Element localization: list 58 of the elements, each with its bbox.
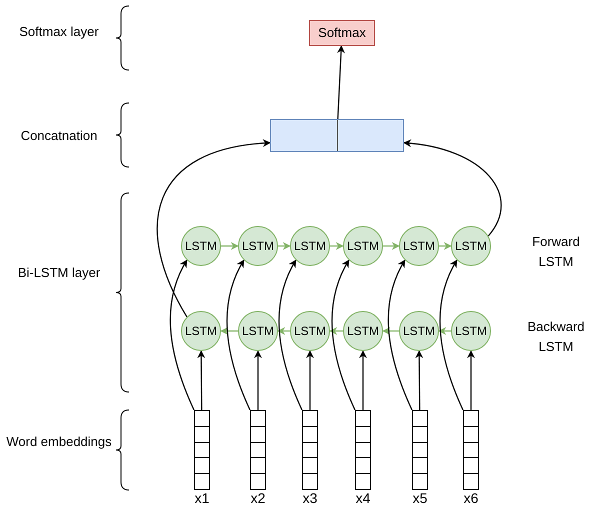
layer-label: Bi-LSTM layer (16, 264, 102, 282)
node-label: LSTM (346, 238, 379, 255)
word-label: x1 (194, 491, 210, 505)
recurrent-arrow (330, 242, 344, 250)
arrow (403, 140, 502, 236)
arrow (331, 259, 356, 410)
arrow (226, 259, 251, 410)
recurrent-arrow (221, 242, 239, 250)
embedding-vector (355, 410, 371, 490)
word-label: x4 (354, 491, 372, 505)
layer-label: Softmax layer (18, 23, 100, 41)
node-label: LSTM (184, 323, 217, 340)
embedding-vector (463, 410, 479, 490)
node-label: LSTM (294, 323, 326, 340)
embedding-vector (412, 410, 428, 490)
node-label: LSTM (184, 238, 217, 255)
recurrent-arrow (382, 327, 399, 335)
node-label: LSTM (346, 323, 379, 340)
node-label: Softmax (318, 24, 366, 42)
word-label: x5 (412, 491, 428, 505)
arrow (467, 350, 475, 410)
node-label: LSTM (402, 323, 435, 340)
recurrent-arrow (277, 327, 290, 335)
arrow (337, 45, 345, 120)
recurrent-arrow (329, 327, 343, 335)
arrow (306, 350, 314, 410)
layer-label: Forward LSTM (531, 233, 581, 271)
layer-label: Backward LSTM (526, 318, 586, 356)
node-label: LSTM (402, 238, 435, 255)
arrow (170, 259, 195, 410)
recurrent-arrow (383, 242, 400, 250)
node-label: LSTM (454, 323, 487, 340)
word-label: x2 (250, 491, 266, 505)
recurrent-arrow (438, 327, 451, 335)
arrow (156, 140, 271, 318)
embedding-vector (194, 410, 210, 490)
node-label: LSTM (242, 238, 274, 255)
layer-label: Word embeddings (5, 433, 113, 451)
node-label: LSTM (242, 323, 274, 340)
concatenation-box (270, 119, 404, 152)
arrow (278, 259, 303, 410)
embedding-vector (250, 410, 266, 490)
arrow (254, 350, 262, 410)
layer-label: Concatnation (20, 127, 98, 145)
arrow (415, 350, 424, 410)
node-label: LSTM (454, 238, 487, 255)
arrow (439, 259, 464, 410)
arrow (388, 259, 413, 410)
arrow (359, 350, 367, 410)
word-label: x3 (302, 491, 318, 505)
recurrent-arrow (439, 242, 452, 250)
node-label: LSTM (294, 238, 326, 255)
word-label: x6 (462, 491, 480, 505)
softmax-box (309, 20, 375, 46)
arrow (197, 350, 206, 410)
recurrent-arrow (278, 242, 291, 250)
embedding-vector (302, 410, 318, 490)
recurrent-arrow (220, 327, 238, 335)
